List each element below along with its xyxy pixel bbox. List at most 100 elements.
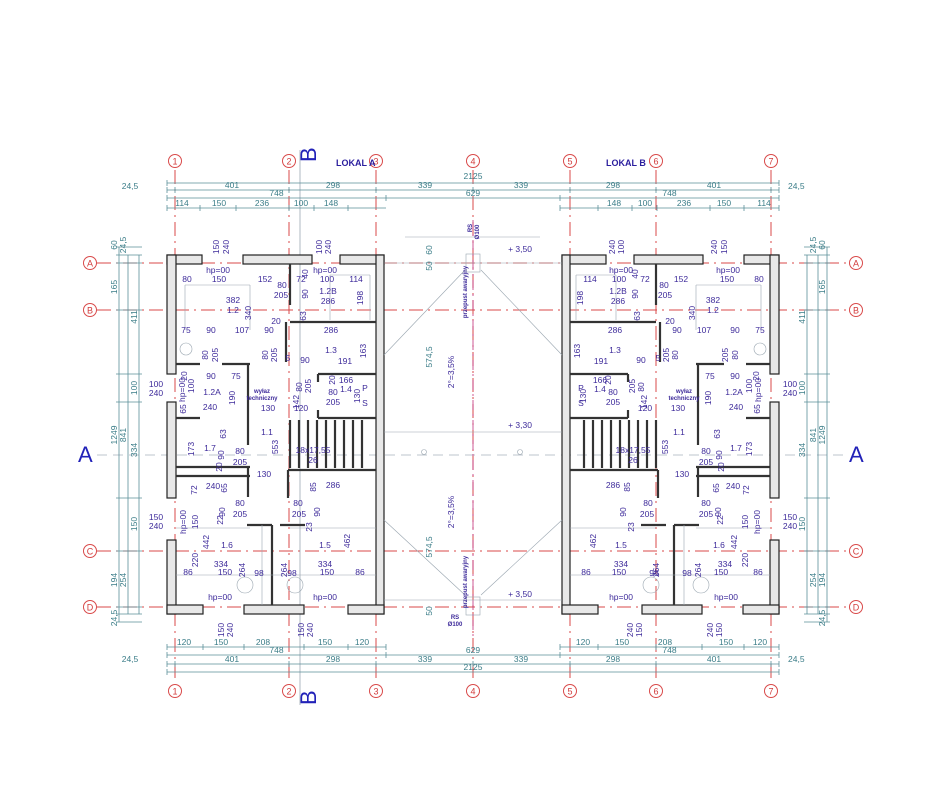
lokal-b-label: 1.2B	[609, 286, 627, 296]
lokal-b-label: hp=00	[714, 592, 738, 602]
terrace-label: + 3,30	[508, 420, 532, 430]
dimension-label: 748	[662, 645, 676, 655]
lokal-b-label: 205	[699, 509, 713, 519]
lokal-b-label: 205	[661, 348, 671, 362]
dimension-label: 114	[757, 198, 771, 208]
dimension-label: 150	[719, 637, 733, 647]
terrace-label: 60	[424, 245, 434, 255]
lokal-a-label: 72	[296, 274, 306, 284]
roof-slope	[383, 269, 466, 356]
wall	[166, 401, 177, 499]
lokal-a-label: hp=00	[313, 592, 337, 602]
lokal-b-label: 264	[693, 563, 703, 577]
lokal-a-label: 240	[203, 402, 217, 412]
lokal-b-label: 553	[660, 440, 670, 454]
lokal-b-label: 334	[614, 559, 628, 569]
lokal-b-label: 220	[740, 553, 750, 567]
section-b-marker-top: B	[296, 147, 321, 162]
lokal-b-label: 80	[608, 387, 618, 397]
lokal-a-label: 240	[149, 388, 163, 398]
lokal-b-label: 72	[640, 274, 650, 284]
lokal-a-label: 240	[221, 240, 231, 254]
lokal-a-label: 98	[287, 568, 297, 578]
dimension-label: 841	[118, 428, 128, 442]
lokal-a-label: 98	[254, 568, 264, 578]
dimension-label: 748	[269, 645, 283, 655]
dimension-label: 100	[129, 381, 139, 395]
lokal-a-label: 205	[326, 397, 340, 407]
lokal-b-label: 163	[572, 344, 582, 358]
dimension-label: 165	[109, 280, 119, 294]
dimension-label: 236	[677, 198, 691, 208]
lokal-a-label: 23	[304, 522, 314, 532]
lokal-b-label: 150	[612, 567, 626, 577]
dimension-label: 24,5	[788, 181, 805, 191]
lokal-a-label: 462	[342, 534, 352, 548]
terrace-label: RS	[468, 224, 474, 232]
lokal-a-label: 240	[323, 240, 333, 254]
wall	[375, 254, 385, 615]
lokal-a-label: 63	[218, 429, 228, 439]
lokal-b-label: 107	[697, 325, 711, 335]
lokal-b-label: 286	[608, 325, 622, 335]
lokal-a-label: 150	[320, 567, 334, 577]
dimension-label: 150	[129, 517, 139, 531]
lokal-b-label: 150	[714, 567, 728, 577]
lokal-a-label: 80	[182, 274, 192, 284]
lokal-b-label: 114	[583, 274, 597, 284]
grid-axis-label: 1	[172, 686, 177, 696]
lokal-a-label: 90	[312, 507, 322, 517]
lokal-b-label: 150	[783, 512, 797, 522]
grid-axis-bubble	[369, 684, 383, 698]
lokal-a-label: 75	[231, 371, 241, 381]
lokal-b-label: 80	[754, 274, 764, 284]
lokal-b-label: 1.4	[594, 384, 606, 394]
dimension-label: 2125	[464, 171, 483, 181]
lokal-a-label: 205	[233, 509, 247, 519]
lokal-b-label: P	[578, 383, 584, 393]
lokal-a-label: 40	[300, 269, 310, 279]
lokal-a-label: 22	[215, 515, 225, 525]
lokal-a-label: 86	[183, 567, 193, 577]
lokal-b-label: 100	[612, 274, 626, 284]
lokal-a-label: 150	[212, 274, 226, 284]
wall	[166, 604, 204, 615]
dimension-label: 120	[753, 637, 767, 647]
grid-axis-bubble	[83, 600, 97, 614]
grid-axis-bubble	[83, 303, 97, 317]
lokal-a-label: 20	[214, 462, 224, 472]
chair	[236, 576, 254, 594]
lokal-b-label: 205	[640, 509, 654, 519]
lokal-b-label: hp=00	[716, 265, 740, 275]
lokal-b-label: 63	[712, 429, 722, 439]
grid-axis-bubble	[282, 684, 296, 698]
lokal-b-label: 20	[665, 316, 675, 326]
lokal-a-label: 1.7	[204, 443, 216, 453]
lokal-a-label: 205	[210, 348, 220, 362]
dimension-label: 334	[129, 443, 139, 457]
lokal-b-label: 75	[755, 325, 765, 335]
dimension-label: 2125	[464, 662, 483, 672]
lokal-b-label: 334	[718, 559, 732, 569]
lokal-a-label: 80	[294, 382, 304, 392]
lokal-a-label: 90	[264, 325, 274, 335]
lokal-a-label: 205	[292, 509, 306, 519]
lokal-a-label: 240	[225, 623, 235, 637]
lokal-b-label: 1.5	[615, 540, 627, 550]
lokal-b-label: 100	[616, 240, 626, 254]
lokal-b-label: 80	[643, 498, 653, 508]
lokal-a-label: P	[362, 383, 368, 393]
lokal-b-label: 90	[672, 325, 682, 335]
lokal-a-label: 114	[349, 274, 363, 284]
dimension-label: 629	[466, 188, 480, 198]
lokal-a-label: 163	[358, 344, 368, 358]
dimension-label: 401	[707, 180, 721, 190]
lokal-a-label: 264	[237, 563, 247, 577]
lokal-b-label: 85	[622, 482, 632, 492]
lokal-a-label: 65	[178, 404, 188, 414]
lokal-b-label: 65	[752, 404, 762, 414]
lokal-b-label: 286	[606, 480, 620, 490]
lokal-b-label: 130	[675, 469, 689, 479]
lokal-a-label: 152	[258, 274, 272, 284]
